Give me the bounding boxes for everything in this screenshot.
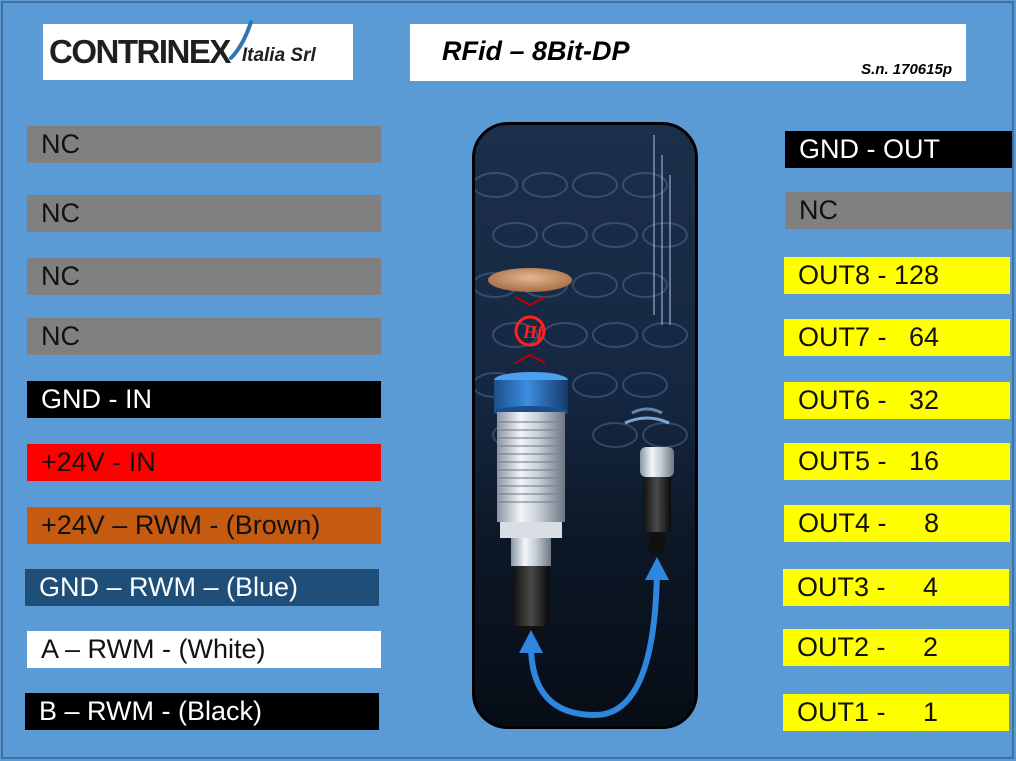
sensor-graphic-icon: Hf — [475, 135, 688, 719]
title-box: RFid – 8Bit-DP S.n. 170615p — [410, 24, 966, 81]
right-pin-5: OUT6 - 32 — [784, 382, 1010, 419]
right-pin-3: OUT8 - 128 — [784, 257, 1010, 294]
hf-signal-icon: Hf — [514, 296, 546, 364]
svg-text:Hf: Hf — [522, 322, 545, 342]
right-pin-8: OUT3 - 4 — [783, 569, 1009, 606]
serial-number: S.n. 170615p — [861, 61, 952, 78]
left-pin-8: GND – RWM – (Blue) — [25, 569, 379, 606]
left-pin-7: +24V – RWM - (Brown) — [27, 507, 381, 544]
right-pin-7: OUT4 - 8 — [784, 505, 1010, 542]
rfid-sensor-illustration: Hf — [472, 122, 698, 729]
left-pin-6: +24V - IN — [27, 444, 381, 481]
left-pin-2: NC — [27, 195, 381, 232]
right-pin-10: OUT1 - 1 — [783, 694, 1009, 731]
logo-brand: CONTRINEX — [49, 33, 231, 70]
right-pin-9: OUT2 - 2 — [783, 629, 1009, 666]
logo-subtitle: Italia Srl — [241, 45, 316, 66]
left-pin-4: NC — [27, 318, 381, 355]
logo-swoosh-icon — [229, 20, 253, 60]
right-pin-2: NC — [785, 192, 1012, 229]
right-pin-4: OUT7 - 64 — [784, 319, 1010, 356]
right-pin-1: GND - OUT — [785, 131, 1012, 168]
left-pin-1: NC — [27, 126, 381, 163]
company-logo: CONTRINEX Italia Srl — [43, 20, 353, 80]
left-pin-3: NC — [27, 258, 381, 295]
left-pin-10: B – RWM - (Black) — [25, 693, 379, 730]
page-title: RFid – 8Bit-DP — [442, 36, 630, 66]
left-pin-9: A – RWM - (White) — [27, 631, 381, 668]
left-pin-5: GND - IN — [27, 381, 381, 418]
right-pin-6: OUT5 - 16 — [784, 443, 1010, 480]
